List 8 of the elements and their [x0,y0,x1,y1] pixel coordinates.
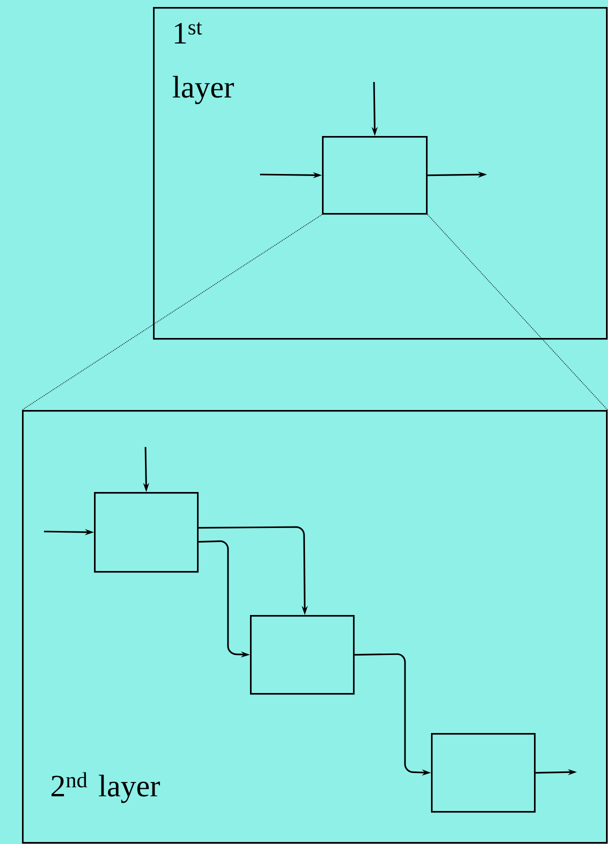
layer-box: 2$^{nd}$ layer [22,410,608,844]
layer-box: 1$^{st}$ layer [153,7,608,340]
process-box [322,136,428,215]
zoom-line [22,214,322,410]
process-box [250,615,355,695]
zoom-line [427,214,608,410]
process-box [94,492,199,573]
process-box [431,733,536,813]
